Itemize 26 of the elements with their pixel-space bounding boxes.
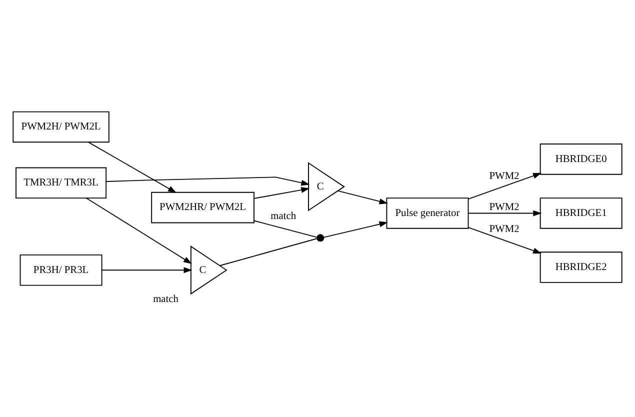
arrow (468, 210, 542, 216)
connector (254, 220, 318, 238)
node-label: match (153, 294, 179, 306)
arrow (468, 172, 542, 200)
arrow (106, 176, 310, 186)
arrow (102, 267, 192, 274)
arrow (86, 198, 192, 264)
edge-label: PWM2 (489, 224, 520, 236)
node-box: TMR3H/ TMR3L (16, 167, 107, 199)
node-label: match (270, 210, 296, 222)
node-box: HBRIDGE2 (540, 252, 622, 283)
arrow (323, 221, 388, 238)
node-circle (316, 234, 324, 242)
arrow (338, 190, 388, 204)
edge-label: PWM2 (489, 170, 520, 182)
arrow (254, 187, 310, 199)
edge-label: PWM2 (489, 202, 520, 214)
node-box: HBRIDGE0 (540, 144, 622, 175)
node-box: PWM2HR/ PWM2L (151, 192, 254, 224)
arrow (468, 226, 542, 254)
connector (219, 238, 318, 266)
node-box: HBRIDGE1 (540, 198, 622, 229)
node-box: PWM2H/ PWM2L (12, 111, 110, 143)
node-box: PR3H/ PR3L (20, 254, 102, 286)
node-box: Pulse generator (386, 198, 469, 229)
arrow (88, 142, 177, 193)
